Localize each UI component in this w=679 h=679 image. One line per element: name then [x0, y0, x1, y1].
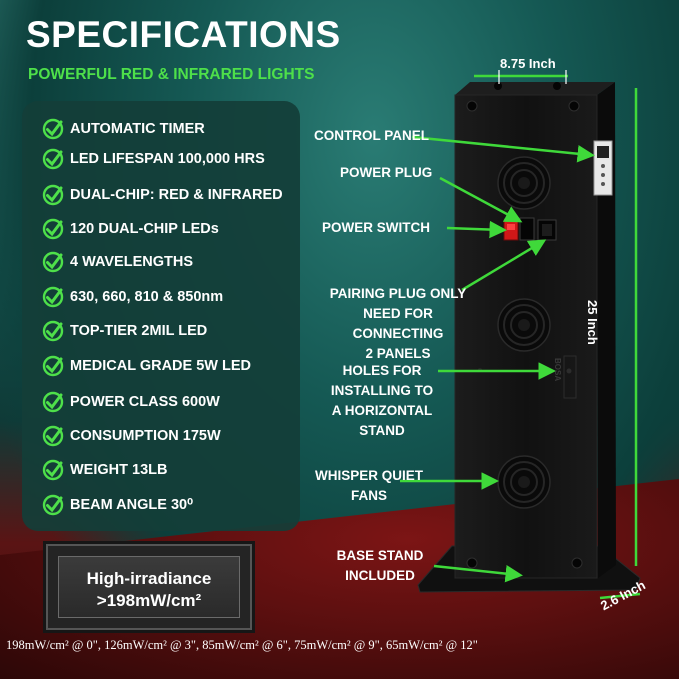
spec-item: BEAM ANGLE 30⁰ [42, 494, 193, 516]
callout-pairing-line: 2 PANELS [365, 346, 431, 361]
check-circle-icon [42, 218, 64, 240]
spec-item: DUAL-CHIP: RED & INFRARED [42, 184, 283, 206]
spec-text: WEIGHT 13LB [70, 462, 168, 478]
spec-text: 120 DUAL-CHIP LEDs [70, 221, 219, 237]
spec-item: CONSUMPTION 175W [42, 425, 221, 447]
callout-holes-line: A HORIZONTAL [331, 403, 433, 418]
callout-fans: WHISPER QUIET FANS [314, 466, 424, 506]
callout-holes-line: HOLES FOR [342, 363, 422, 378]
page-title: SPECIFICATIONS [26, 14, 341, 55]
mount-knob [568, 100, 580, 112]
check-circle-icon [42, 184, 64, 206]
callout-holes-line: STAND [359, 423, 405, 438]
dimension-line-depth [599, 592, 641, 600]
spec-text: DUAL-CHIP: RED & INFRARED [70, 187, 283, 203]
spec-item: 4 WAVELENGTHS [42, 251, 193, 273]
spec-text: AUTOMATIC TIMER [70, 121, 205, 137]
spec-text: LED LIFESPAN 100,000 HRS [70, 151, 265, 167]
callout-base-line: INCLUDED [345, 568, 415, 583]
arrow-power-plug [439, 176, 523, 223]
spec-text: BEAM ANGLE 30⁰ [70, 497, 193, 513]
spec-text: MEDICAL GRADE 5W LED [70, 358, 251, 374]
callout-base-line: BASE STAND [336, 548, 424, 563]
dimension-height-label: 25 Inch [585, 300, 600, 345]
fan-icon [497, 298, 551, 352]
spec-item: 120 DUAL-CHIP LEDs [42, 218, 219, 240]
spec-panel [22, 101, 300, 531]
spec-item: WEIGHT 13LB [42, 459, 167, 481]
device-side-panel [597, 82, 616, 578]
spec-item: MEDICAL GRADE 5W LED [42, 355, 251, 377]
mount-knob [494, 82, 502, 90]
irradiance-title: High-irradiance [86, 569, 212, 588]
irradiance-badge-inner: High-irradiance >198mW/cm² [58, 556, 240, 618]
callout-holes-line: INSTALLING TO [330, 383, 434, 398]
check-circle-icon [42, 391, 64, 413]
callout-control-panel: CONTROL PANEL [314, 128, 430, 143]
callout-mounting-holes: HOLES FOR INSTALLING TO A HORIZONTAL STA… [326, 361, 438, 441]
fan-icon [497, 156, 551, 210]
mount-knob [466, 100, 478, 112]
mounting-hole [566, 368, 572, 374]
spec-text: 4 WAVELENGTHS [70, 254, 193, 270]
arrow-base-stand [433, 564, 523, 583]
callout-fans-line: WHISPER QUIET [314, 468, 423, 483]
irradiance-badge: High-irradiance >198mW/cm² [46, 544, 252, 630]
spec-item: POWER CLASS 600W [42, 391, 220, 413]
callout-pairing-line: NEED FOR CONNECTING [352, 306, 444, 341]
check-circle-icon [42, 355, 64, 377]
page-subtitle: POWERFUL RED & INFRARED LIGHTS [28, 66, 315, 83]
arrow-control-panel [411, 135, 595, 163]
irradiance-value: >198mW/cm² [96, 591, 202, 610]
check-circle-icon [42, 320, 64, 342]
arrow-power-switch [446, 220, 507, 239]
callout-power-plug: POWER PLUG [340, 165, 433, 180]
check-circle-icon [42, 425, 64, 447]
spec-item: AUTOMATIC TIMER [42, 118, 205, 140]
arrow-pairing-plug [461, 239, 547, 292]
spec-text: POWER CLASS 600W [70, 394, 220, 410]
spec-item: TOP-TIER 2MIL LED [42, 320, 207, 342]
callout-power-switch: POWER SWITCH [322, 220, 430, 235]
spec-text: TOP-TIER 2MIL LED [70, 323, 208, 339]
fan-icon [497, 455, 551, 509]
check-circle-icon [42, 118, 64, 140]
check-circle-icon [42, 251, 64, 273]
check-circle-icon [42, 459, 64, 481]
callout-pairing-plug: PAIRING PLUG ONLY NEED FOR CONNECTING 2 … [326, 284, 470, 364]
brand-mark [563, 355, 577, 399]
brand-text: BOSA [553, 358, 562, 382]
mount-knob [571, 557, 583, 569]
mount-knob [553, 82, 561, 90]
spec-item: LED LIFESPAN 100,000 HRS [42, 148, 265, 170]
callout-pairing-line: PAIRING PLUG ONLY [329, 286, 467, 301]
irradiance-footnote: 198mW/cm² @ 0", 126mW/cm² @ 3", 85mW/cm²… [6, 638, 478, 652]
mount-knob [466, 557, 478, 569]
spec-text: 630, 660, 810 & 850nm [70, 289, 224, 305]
callout-base-stand: BASE STAND INCLUDED [328, 546, 432, 586]
dimension-width-label: 8.75 Inch [500, 56, 556, 71]
callout-fans-line: FANS [350, 488, 387, 503]
check-circle-icon [42, 148, 64, 170]
check-circle-icon [42, 494, 64, 516]
spec-text: CONSUMPTION 175W [70, 428, 221, 444]
spec-item: 630, 660, 810 & 850nm [42, 286, 223, 308]
check-circle-icon [42, 286, 64, 308]
